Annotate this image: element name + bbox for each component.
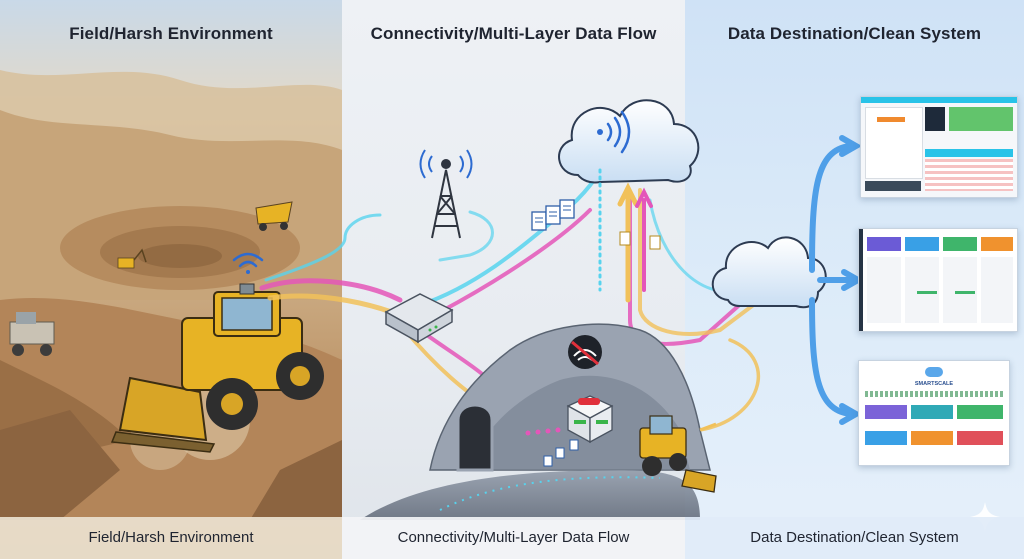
loader-wifi-icon: [232, 252, 264, 274]
distribution-arrows: [809, 135, 865, 425]
web-app-title: SMARTSCALE: [914, 381, 954, 387]
edge-device-icon: [566, 395, 614, 444]
dashboard-blue-card: [905, 237, 939, 251]
app-thumbnail-strip: [865, 181, 921, 191]
return-arrow: [699, 422, 717, 432]
web-app-subtitle: [865, 391, 1003, 397]
uplink-arrows: [598, 168, 661, 303]
field-footer-label: Field/Harsh Environment: [88, 529, 254, 546]
wheel-loader: [110, 283, 324, 453]
connectivity-footer-label: Connectivity/Multi-Layer Data Flow: [397, 529, 630, 546]
app-dark-tile: [925, 107, 945, 131]
field-footer: Field/Harsh Environment: [0, 517, 342, 559]
dashboard-grid: [867, 257, 1013, 323]
desktop-app-screenshot: [860, 96, 1018, 198]
buffered-packets: [525, 427, 579, 467]
web-app-tile-blue: [865, 431, 907, 445]
app-green-tiles: [949, 107, 1013, 131]
destination-footer: Data Destination/Clean System: [685, 517, 1024, 559]
dump-truck: [255, 201, 293, 231]
no-signal-icon: [568, 335, 602, 369]
dashboard-screenshot: [858, 228, 1018, 332]
cloud-wifi-icon: [597, 110, 631, 154]
web-app-tile-teal: [911, 405, 953, 419]
destination-heading: Data Destination/Clean System: [727, 24, 982, 43]
small-excavator: [117, 248, 147, 269]
router-icon: [384, 293, 454, 344]
cloud-icon: [558, 99, 700, 184]
field-heading: Field/Harsh Environment: [69, 24, 273, 43]
cell-tower-icon: [419, 149, 473, 239]
tunnel-loader: [639, 415, 717, 493]
app-table-header: [925, 149, 1013, 157]
document-icon: [531, 199, 575, 231]
dashboard-sidebar: [859, 229, 863, 331]
app-data-table: [925, 159, 1013, 191]
connectivity-footer: Connectivity/Multi-Layer Data Flow: [342, 517, 685, 559]
web-app-tile-orange: [911, 431, 953, 445]
drill-rig: [9, 312, 55, 356]
dashboard-progress-1: [917, 291, 937, 294]
dashboard-orange-card: [981, 237, 1013, 251]
destination-cloud-icon: [711, 236, 827, 309]
web-app-tile-purple: [865, 405, 907, 419]
web-app-tile-green: [957, 405, 1003, 419]
web-app-logo: [925, 367, 943, 377]
web-app-tile-red: [957, 431, 1003, 445]
app-orange-field: [877, 117, 905, 122]
destination-footer-label: Data Destination/Clean System: [750, 529, 959, 546]
dashboard-purple-card: [867, 237, 901, 251]
dashboard-progress-2: [955, 291, 975, 294]
dashboard-green-card: [943, 237, 977, 251]
connectivity-heading: Connectivity/Multi-Layer Data Flow: [370, 24, 657, 43]
app-titlebar: [861, 97, 1017, 103]
web-app-screenshot: SMARTSCALE: [858, 360, 1010, 466]
quarry-scene: [0, 70, 342, 520]
